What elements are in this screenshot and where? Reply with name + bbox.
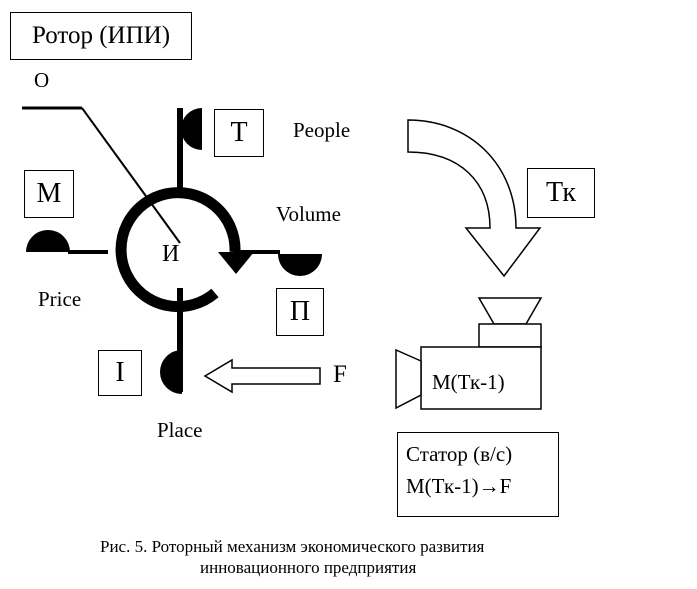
box-tk-label: Тк	[545, 177, 576, 208]
box-m-label: М	[36, 178, 62, 209]
diagonal-line-o	[81, 107, 181, 244]
half-disc-left	[26, 230, 70, 252]
box-t: Т	[214, 109, 264, 157]
half-disc-bottom	[160, 350, 182, 394]
label-o: О	[34, 68, 50, 92]
box-p: П	[276, 288, 324, 336]
label-volume: Volume	[276, 202, 341, 226]
rotor-ring	[115, 187, 241, 313]
half-disc-top	[181, 108, 202, 150]
stator-line1: Статор (в/с)	[406, 442, 513, 466]
rotor-title: Ротор (ИПИ)	[31, 22, 171, 49]
box-t-label: Т	[230, 117, 248, 148]
label-price: Price	[38, 287, 82, 311]
left-arrow	[203, 358, 321, 394]
box-i-label: I	[115, 357, 125, 388]
box-tk: Тк	[527, 168, 595, 218]
box-i: I	[98, 350, 142, 396]
label-place: Place	[157, 418, 203, 442]
stator-line2: М(Тк-1)→F	[406, 474, 512, 498]
label-people: People	[293, 118, 351, 142]
box-p-label: П	[289, 296, 311, 327]
label-f: F	[333, 361, 347, 388]
camera-icon	[395, 297, 543, 410]
label-center: И	[162, 241, 180, 267]
rotor-title-box: Ротор (ИПИ)	[10, 12, 192, 60]
box-m: М	[24, 170, 74, 218]
stator-box: Статор (в/с) М(Тк-1)→F	[397, 432, 559, 517]
camera-label: М(Тк-1)	[432, 370, 505, 394]
curved-arrow	[407, 119, 542, 278]
figure-caption-line1: Рис. 5. Роторный механизм экономического…	[100, 537, 485, 556]
half-disc-right	[278, 254, 322, 276]
figure-caption-line2: инновационного предприятия	[200, 558, 417, 577]
rotor-arrowhead	[218, 252, 254, 274]
